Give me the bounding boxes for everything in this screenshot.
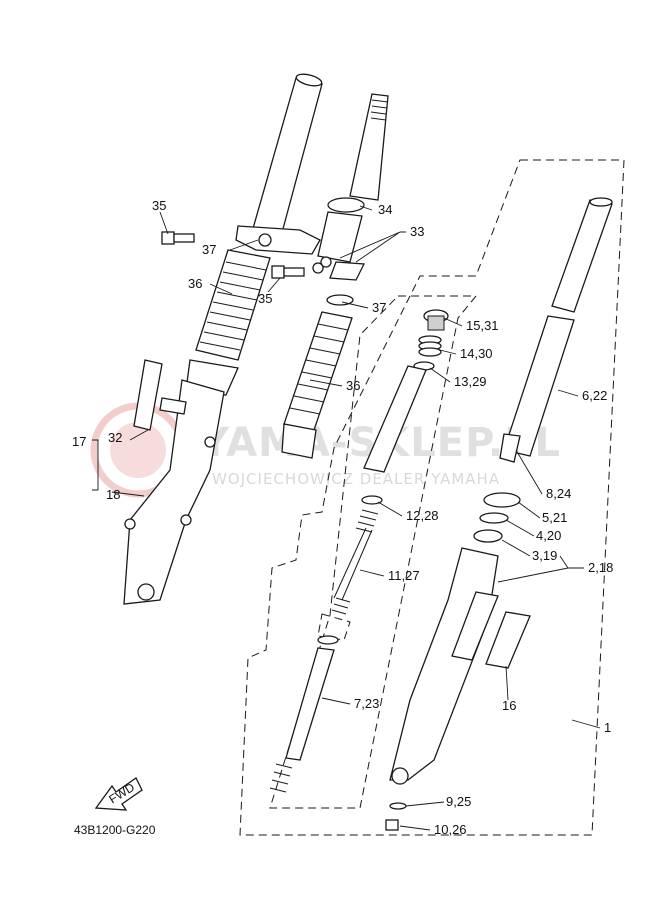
bellows-base (281, 423, 317, 459)
axle-boss-right (391, 767, 409, 785)
rebound-spring (269, 763, 293, 793)
steering-nut (327, 197, 365, 213)
label-13-29: 13,29 (454, 374, 487, 389)
label-9-25: 9,25 (446, 794, 471, 809)
drain-bolt-10 (385, 819, 399, 831)
label-37a: 37 (202, 242, 216, 257)
bolt-35b-head (271, 265, 285, 279)
diagram-code: 43B1200-G220 (74, 823, 156, 837)
bushing-8 (499, 433, 521, 463)
right-bellows-36 (281, 294, 354, 459)
reflector-bracket (159, 397, 187, 415)
label-35b: 35 (258, 291, 272, 306)
label-8-24: 8,24 (546, 486, 571, 501)
damper-parts (269, 309, 449, 793)
spring-11 (331, 509, 379, 615)
outer-tube-window (451, 591, 499, 661)
label-1: 1 (604, 720, 611, 735)
cap-bolt-body (427, 315, 445, 331)
spacer-14 (418, 335, 442, 357)
damper-group-outline (317, 613, 351, 641)
label-33: 33 (410, 224, 424, 239)
right-fork-parts (385, 197, 613, 831)
label-6-22: 6,22 (582, 388, 607, 403)
leader-lines (92, 205, 601, 831)
left-lower-leg (123, 379, 225, 605)
label-10-26: 10,26 (434, 822, 467, 837)
label-3-19: 3,19 (532, 548, 557, 563)
label-36a: 36 (188, 276, 202, 291)
bolt-35-b (271, 265, 305, 279)
steering-stem-shaft (349, 93, 389, 201)
steering-clamp (329, 261, 366, 281)
fork-spring-tube (363, 365, 427, 473)
bolt-35b-shank (283, 267, 305, 277)
steering-stem-thread (370, 99, 389, 121)
oil-seal-5 (483, 492, 521, 508)
right-inner-tube-upper (551, 199, 613, 313)
bracket-hole (312, 262, 324, 274)
left-inner-tube (251, 77, 323, 241)
label-15-31: 15,31 (466, 318, 499, 333)
watermark-logo-inner (110, 422, 166, 478)
label-34: 34 (378, 202, 392, 217)
watermark-subtitle: WOJCIECHOWICZ DEALER YAMAHA (212, 470, 500, 488)
reflector-32 (133, 359, 163, 431)
left-tube-top (295, 73, 323, 87)
label-16: 16 (502, 698, 516, 713)
bracket-hole-2 (320, 256, 332, 268)
left-fork-assembly (123, 73, 323, 605)
label-35a: 35 (152, 198, 166, 213)
assembly-outline-inner (269, 295, 478, 809)
reflector-16 (485, 611, 531, 669)
label-14-30: 14,30 (460, 346, 493, 361)
assembly-outline-1 (239, 159, 625, 836)
label-17: 17 (72, 434, 86, 449)
label-18: 18 (106, 487, 120, 502)
inner-tube-6 (503, 315, 575, 457)
label-12-28: 12,28 (406, 508, 439, 523)
washer-12 (361, 495, 383, 505)
steering-lower-bracket (317, 211, 363, 263)
washer-3 (473, 529, 503, 543)
left-mount-hole (204, 436, 216, 448)
label-5-21: 5,21 (542, 510, 567, 525)
left-bellows (195, 249, 271, 361)
bolt-35-a (161, 231, 195, 245)
left-upper-bracket (235, 225, 321, 255)
damper-seal (317, 635, 339, 645)
clip-37 (326, 294, 354, 306)
steering-stem (312, 93, 389, 281)
label-2-18: 2,18 (588, 560, 613, 575)
right-tube-top (589, 197, 613, 207)
part-labels: 35 37 36 35 34 33 37 36 32 17 18 15,31 1… (72, 198, 613, 837)
label-11-27: 11,27 (388, 568, 420, 583)
left-lower-hole (124, 518, 136, 530)
label-32: 32 (108, 430, 122, 445)
fwd-arrow-icon: FWD (94, 777, 143, 811)
label-36b: 36 (346, 378, 360, 393)
label-7-23: 7,23 (354, 696, 379, 711)
damper-rod-7 (285, 647, 335, 761)
left-bolt-hole (180, 514, 192, 526)
washer-9 (389, 802, 407, 810)
bolt-35-shank (173, 233, 195, 243)
label-4-20: 4,20 (536, 528, 561, 543)
label-37b: 37 (372, 300, 386, 315)
left-axle-boss (137, 583, 155, 601)
left-bracket-hole (258, 233, 272, 247)
clip-4 (479, 512, 509, 524)
